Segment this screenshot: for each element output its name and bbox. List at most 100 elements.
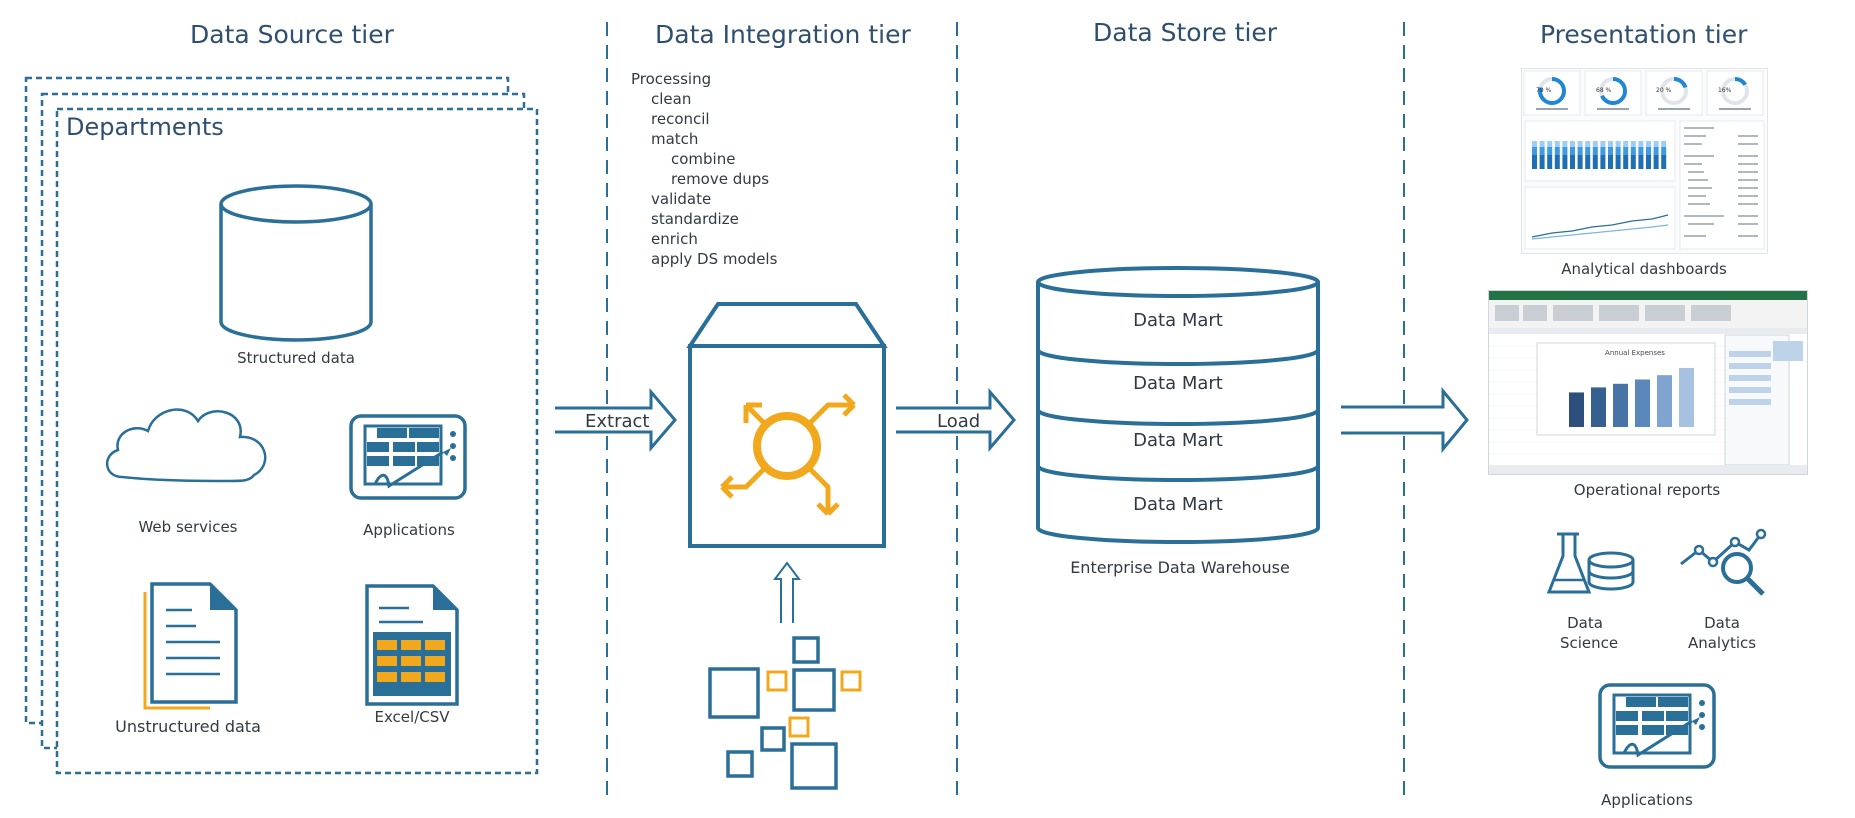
web-services-label: Web services [138,518,238,536]
spreadsheet-icon [365,584,459,706]
processing-step-match: match [651,130,699,148]
extract-arrow [555,388,677,452]
gauge-fill [1538,77,1566,105]
dashboard-bar [1600,155,1606,169]
gauge-caption [1719,108,1751,110]
dashboard-bar [1570,141,1575,147]
dashboard-bar [1532,155,1537,169]
dashboard-bar [1585,147,1591,155]
gauge-caption [1597,108,1629,110]
dashboard-bar [1615,141,1621,147]
report-bar [1613,383,1628,427]
database-icon [219,184,373,342]
dashboard-bar [1646,147,1651,155]
processing-step-enrich: enrich [651,230,698,248]
data-warehouse-icon [1036,266,1320,544]
dashboard-bar [1608,141,1613,147]
dashboard-bar [1653,147,1659,155]
report-bar [1569,392,1584,427]
dashboard-bar [1570,147,1575,155]
report-bar [1679,367,1694,427]
dashboard-bar [1562,155,1568,169]
processing-step-remove-dups: remove dups [671,170,770,188]
dashboard-bar [1562,147,1568,155]
dashboard-bar [1615,147,1621,155]
dashboard-bar [1608,147,1613,155]
data-analytics-icon [1680,528,1767,596]
dashboard-bar [1638,155,1644,169]
gauge-caption [1536,108,1568,110]
structured-data-label: Structured data [237,349,355,367]
dashboard-bar [1562,141,1568,147]
dashboard-bar [1661,155,1667,169]
load-arrow [896,388,1016,452]
dashboard-bar [1661,141,1667,147]
dashboard-bar [1577,147,1583,155]
dashboard-bar [1532,147,1537,155]
report-bar [1657,375,1672,427]
tablet-app-icon [349,414,467,500]
dashboard-bar [1547,155,1553,169]
gauge-caption [1658,108,1690,110]
dashboard-bar [1646,141,1651,147]
dashboard-bar [1554,147,1560,155]
cloud-icon [106,408,267,483]
data-science-label: Data Science [1560,614,1619,652]
dashboard-bar [1638,141,1644,147]
presentation-arrow [1341,387,1469,453]
upload-arrow [773,561,801,623]
reports-label: Operational reports [1573,481,1721,499]
extract-label: Extract [585,411,650,432]
dashboard-bar [1539,141,1545,147]
dashboard-bar [1600,141,1606,147]
dashboard-thumbnail: 79 % 68 % 20 % 16% [1521,68,1768,254]
gauge-1-value: 79 % [1536,87,1552,94]
data-mart-1: Data Mart [1133,310,1223,331]
load-label: Load [937,411,981,432]
report-bar [1591,387,1606,427]
dashboard-bar [1600,147,1606,155]
gauge-2-value: 68 % [1596,87,1612,94]
dashboards-label: Analytical dashboards [1561,260,1727,278]
tier-title-source: Data Source tier [190,20,394,49]
gauge-tile [1523,70,1581,116]
data-analytics-label: Data Analytics [1687,614,1757,652]
dashboard-bar [1623,155,1629,169]
processing-step-combine: combine [671,150,736,168]
dashboard-bar [1539,155,1545,169]
report-bar-chart [1569,367,1694,427]
data-mart-4: Data Mart [1133,494,1223,515]
unstructured-data-label: Unstructured data [115,717,261,736]
applications-source-label: Applications [363,521,455,539]
gauge-fill [1599,77,1627,105]
dashboard-bar [1608,155,1613,169]
report-thumbnail: Annual Expenses [1488,290,1808,475]
dashboard-bar [1554,155,1560,169]
dashboard-bar [1630,147,1636,155]
processing-title: Processing [631,70,712,88]
dashboard-preview-graphic [1523,70,1765,250]
document-icon [143,582,238,710]
tier-title-integration: Data Integration tier [655,20,911,49]
report-preview-graphic [1489,291,1807,474]
dashboard-bar [1592,147,1598,155]
dashboard-bar [1623,147,1629,155]
tier-title-store: Data Store tier [1093,18,1278,47]
dashboard-bar [1547,141,1553,147]
gauge-fill [1660,77,1688,105]
processing-step-reconcil: reconcil [651,110,710,128]
processing-step-standardize: standardize [651,210,739,228]
dashboard-bar [1623,141,1629,147]
processing-step-apply-ds-models: apply DS models [651,250,778,268]
gauge-row [1523,70,1764,116]
dashboard-bar [1585,155,1591,169]
report-bar [1635,379,1650,427]
tablet-app-icon-presentation [1598,683,1716,769]
dashboard-bar [1653,141,1659,147]
etl-process-icon [686,302,888,548]
dashboard-bar [1539,147,1545,155]
dashboard-bar [1585,141,1591,147]
dashboard-bar [1661,147,1667,155]
data-mart-2: Data Mart [1133,373,1223,394]
dashboard-bar-chart [1532,141,1667,169]
